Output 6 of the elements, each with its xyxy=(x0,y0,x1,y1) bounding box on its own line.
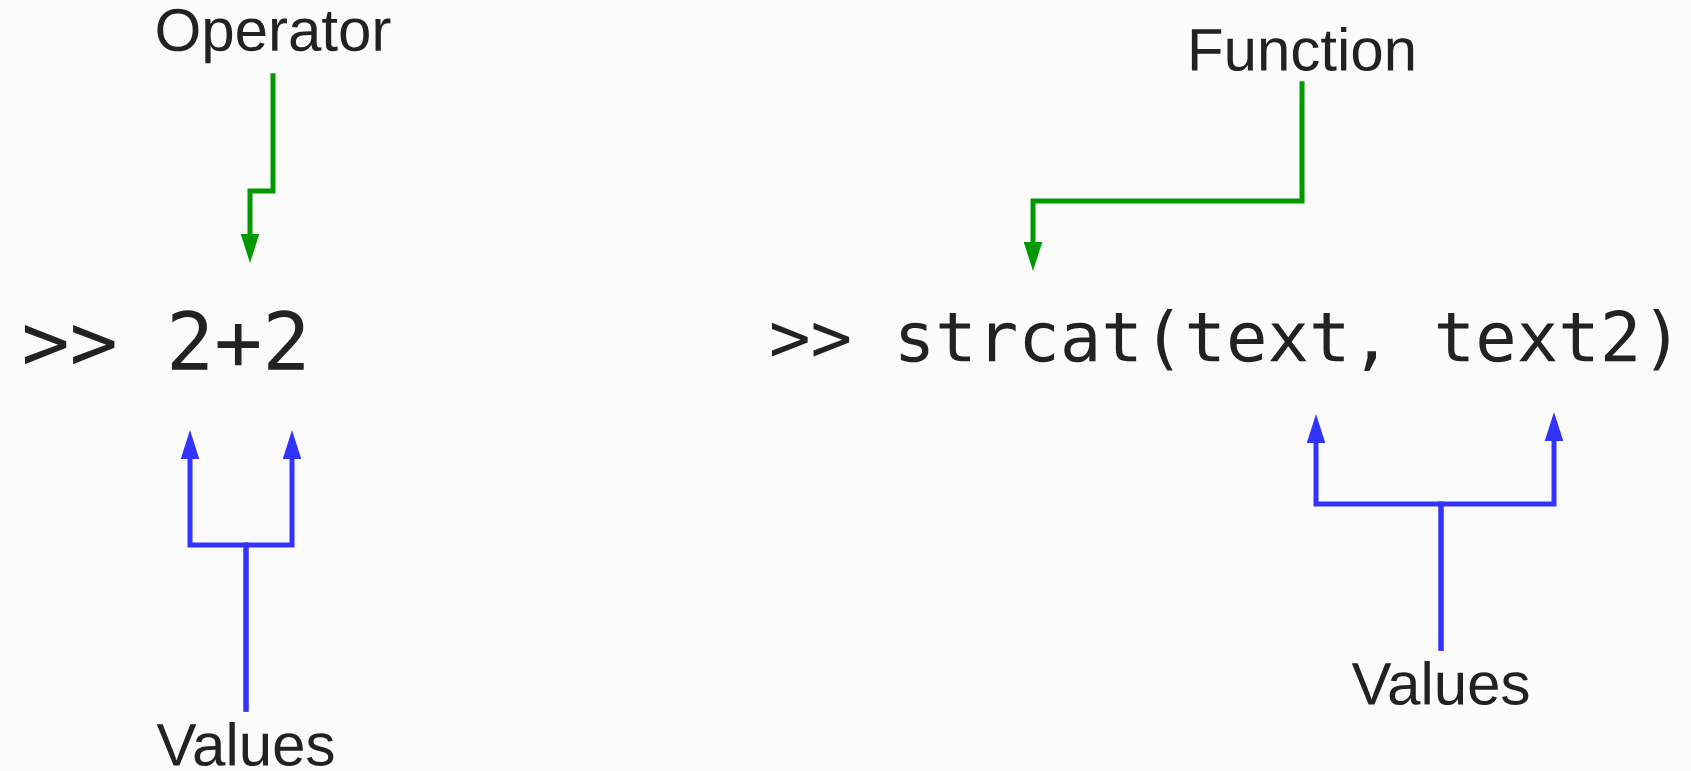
code-text: >> strcat(text, text2) xyxy=(772,308,1669,371)
code-text: >> 2+2 xyxy=(24,310,304,370)
callout-label: Values xyxy=(156,721,334,767)
callout-label: Values xyxy=(1351,660,1529,705)
callout-label: Operator xyxy=(157,8,391,64)
callout-label: Function xyxy=(1191,26,1414,71)
